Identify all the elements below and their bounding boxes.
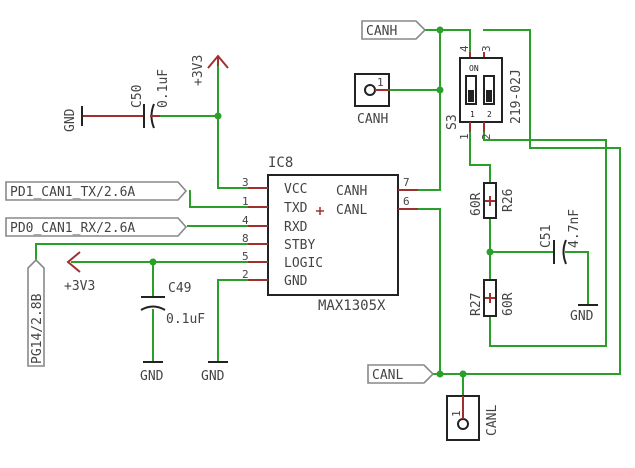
ic8-pin-num-rxd: 4: [242, 214, 249, 227]
s3-name: S3: [445, 114, 460, 130]
ic8-pin-vcc: VCC: [284, 182, 307, 197]
s3-sw1-label: 1: [470, 110, 475, 119]
ic8-origin-cross: [316, 207, 324, 215]
r27-value: 60R: [501, 292, 516, 316]
svg-text:CANH: CANH: [366, 24, 397, 39]
ic8-pin-num-logic: 5: [242, 250, 249, 263]
svg-text:CANL: CANL: [372, 368, 403, 383]
power-3v3-top-label: +3V3: [191, 55, 206, 86]
svg-text:GND: GND: [201, 369, 225, 384]
ic8-pin-num-gnd: 2: [242, 268, 249, 281]
ic8-pin-num-canl: 6: [403, 195, 410, 208]
s3-on-label: ON: [469, 64, 479, 73]
resistor-r27: R27 60R: [469, 279, 516, 317]
ic8-pin-num-canh: 7: [403, 176, 410, 189]
capacitor-c49: C49 0.1uF: [140, 281, 205, 327]
ic8-pin-txd: TXD: [284, 201, 308, 216]
c50-name: C50: [130, 85, 145, 108]
ic8-pin-gnd: GND: [284, 274, 308, 289]
power-3v3-left-label: +3V3: [64, 279, 95, 294]
net-label-canl: CANL: [367, 364, 435, 384]
svg-text:GND: GND: [570, 309, 594, 324]
svg-text:PG14/2.8B: PG14/2.8B: [30, 293, 45, 364]
power-3v3-left: +3V3: [64, 251, 95, 294]
svg-text:PD0_CAN1_RX/2.6A: PD0_CAN1_RX/2.6A: [10, 221, 135, 236]
connector-canh-label: CANH: [357, 112, 388, 127]
s3-pin2: 2: [480, 133, 493, 140]
resistor-r26: 60R R26: [469, 182, 516, 219]
ic8-name: IC8: [268, 155, 293, 171]
s3-part: 219-02J: [509, 69, 524, 124]
gnd-symbol-c51: GND: [570, 304, 598, 324]
junctions: [149, 26, 494, 378]
c49-value: 0.1uF: [166, 312, 205, 327]
ic8-pin-num-vcc: 3: [242, 176, 249, 189]
net-label-pg14: PG14/2.8B: [27, 258, 45, 367]
svg-text:GND: GND: [140, 369, 164, 384]
c50-value: 0.1uF: [156, 69, 171, 108]
ic8: IC8 3 1 4 8 5 2 VCC TXD RXD STBY LOGIC G…: [242, 155, 418, 314]
s3-pin3: 3: [480, 45, 493, 52]
c50-gnd-label: GND: [63, 108, 78, 132]
ic8-pin-num-txd: 1: [242, 195, 249, 208]
power-3v3-top: +3V3: [191, 54, 229, 86]
s3-pin4: 4: [458, 45, 471, 52]
gnd-symbol-c49: GND: [140, 361, 164, 384]
c51-name: C51: [539, 225, 554, 248]
connector-canl-label: CANL: [485, 405, 500, 436]
connector-canl-pin: 1: [450, 410, 463, 417]
connector-canh: 1 CANH: [354, 73, 390, 127]
ic8-pin-rxd: RXD: [284, 220, 308, 235]
capacitor-c50: GND C50 0.1uF: [63, 69, 171, 132]
connector-canh-pin: 1: [377, 76, 384, 89]
gnd-symbol-ic8: GND: [201, 361, 228, 384]
s3-pin1: 1: [458, 133, 471, 140]
svg-text:PD1_CAN1_TX/2.6A: PD1_CAN1_TX/2.6A: [10, 185, 135, 200]
capacitor-c51: C51 4.7nF: [539, 209, 582, 265]
ic8-part: MAX1305X: [318, 298, 386, 314]
ic8-pin-canl: CANL: [336, 203, 367, 218]
r27-name: R27: [469, 293, 484, 316]
net-label-pd0: PD0_CAN1_RX/2.6A: [5, 217, 188, 237]
switch-s3: ON 1 2 4 3 1 2 S3 219-02J: [445, 45, 524, 140]
net-label-canh: CANH: [361, 20, 427, 40]
connector-canl: 1 CANL: [446, 395, 500, 441]
ic8-pin-num-stby: 8: [242, 232, 249, 245]
r26-value: 60R: [469, 192, 484, 216]
ic8-pin-canh: CANH: [336, 184, 367, 199]
r26-name: R26: [501, 189, 516, 212]
net-label-pd1: PD1_CAN1_TX/2.6A: [5, 181, 188, 201]
ic8-pin-logic: LOGIC: [284, 256, 323, 271]
ic8-pin-stby: STBY: [284, 238, 315, 253]
c51-value: 4.7nF: [567, 209, 582, 248]
s3-sw2-label: 2: [487, 110, 492, 119]
c49-name: C49: [168, 281, 191, 296]
